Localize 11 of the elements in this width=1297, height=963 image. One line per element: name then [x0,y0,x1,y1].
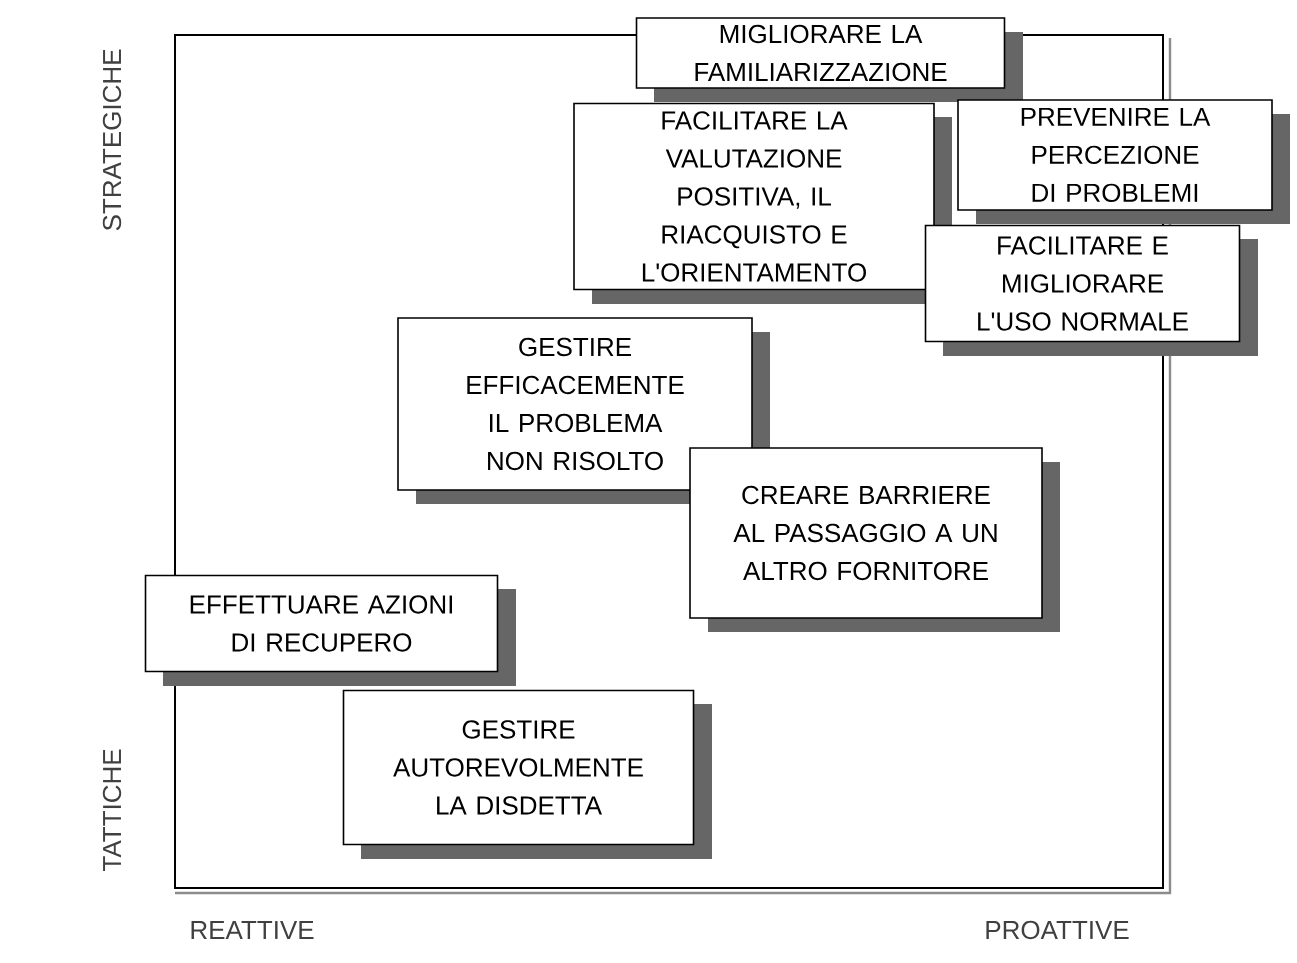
text-box: PREVENIRE LA PERCEZIONE DI PROBLEMI [957,99,1290,224]
text-box: GESTIRE AUTOREVOLMENTE LA DISDETTA [342,689,712,859]
axis-label: PROATTIVE [986,920,1129,940]
text-box: EFFETTUARE AZIONI DI RECUPERO [144,574,516,686]
axis-label: REATTIVE [191,921,314,939]
text-box: FACILITARE E MIGLIORARE L'USO NORMALE [924,224,1258,356]
axis-label: TATTICHE [102,749,122,871]
axis-label: STRATEGICHE [102,49,122,231]
text-box: MIGLIORARE LA FAMILIARIZZAZIONE [635,17,1023,102]
text-box: CREARE BARRIERE AL PASSAGGIO A UN ALTRO FORNITORE [689,447,1060,632]
text-box: FACILITARE LA VALUTAZIONE POSITIVA, IL RIACQUISTO E L'ORIENTAMENTO [573,102,952,304]
